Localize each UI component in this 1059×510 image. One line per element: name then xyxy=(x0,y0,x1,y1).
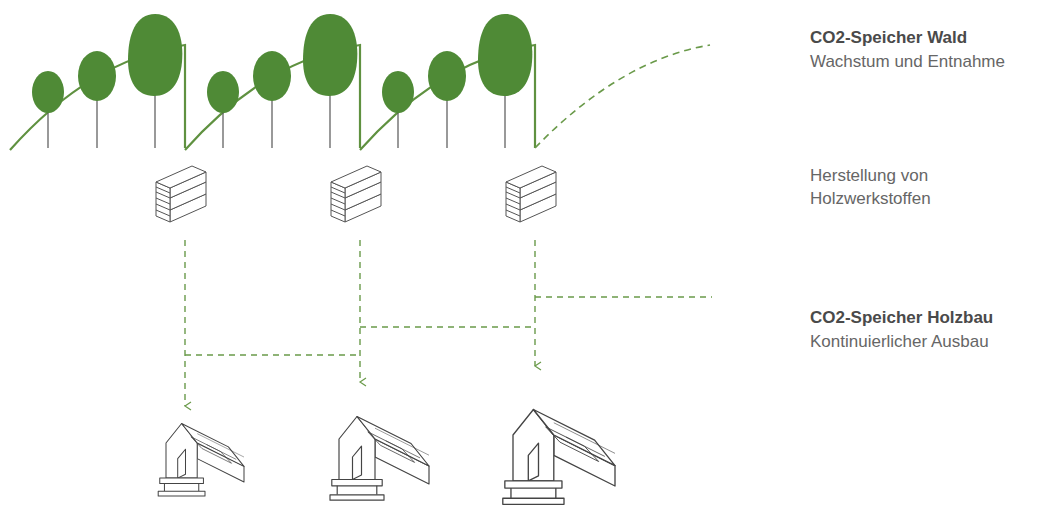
timber-stacks xyxy=(156,166,556,222)
section-note: Wachstum und Entnahme xyxy=(810,50,1050,73)
section-note: Kontinuierlicher Ausbau xyxy=(810,330,1050,353)
timber-houses xyxy=(158,410,615,505)
section-heading: CO2-Speicher Wald xyxy=(810,26,1050,49)
section-heading: CO2-Speicher Holzbau xyxy=(810,306,1050,329)
forest-curves xyxy=(10,14,710,150)
section-note: Herstellung von Holzwerkstoffen xyxy=(810,164,1010,210)
dashed-flows xyxy=(185,240,712,406)
